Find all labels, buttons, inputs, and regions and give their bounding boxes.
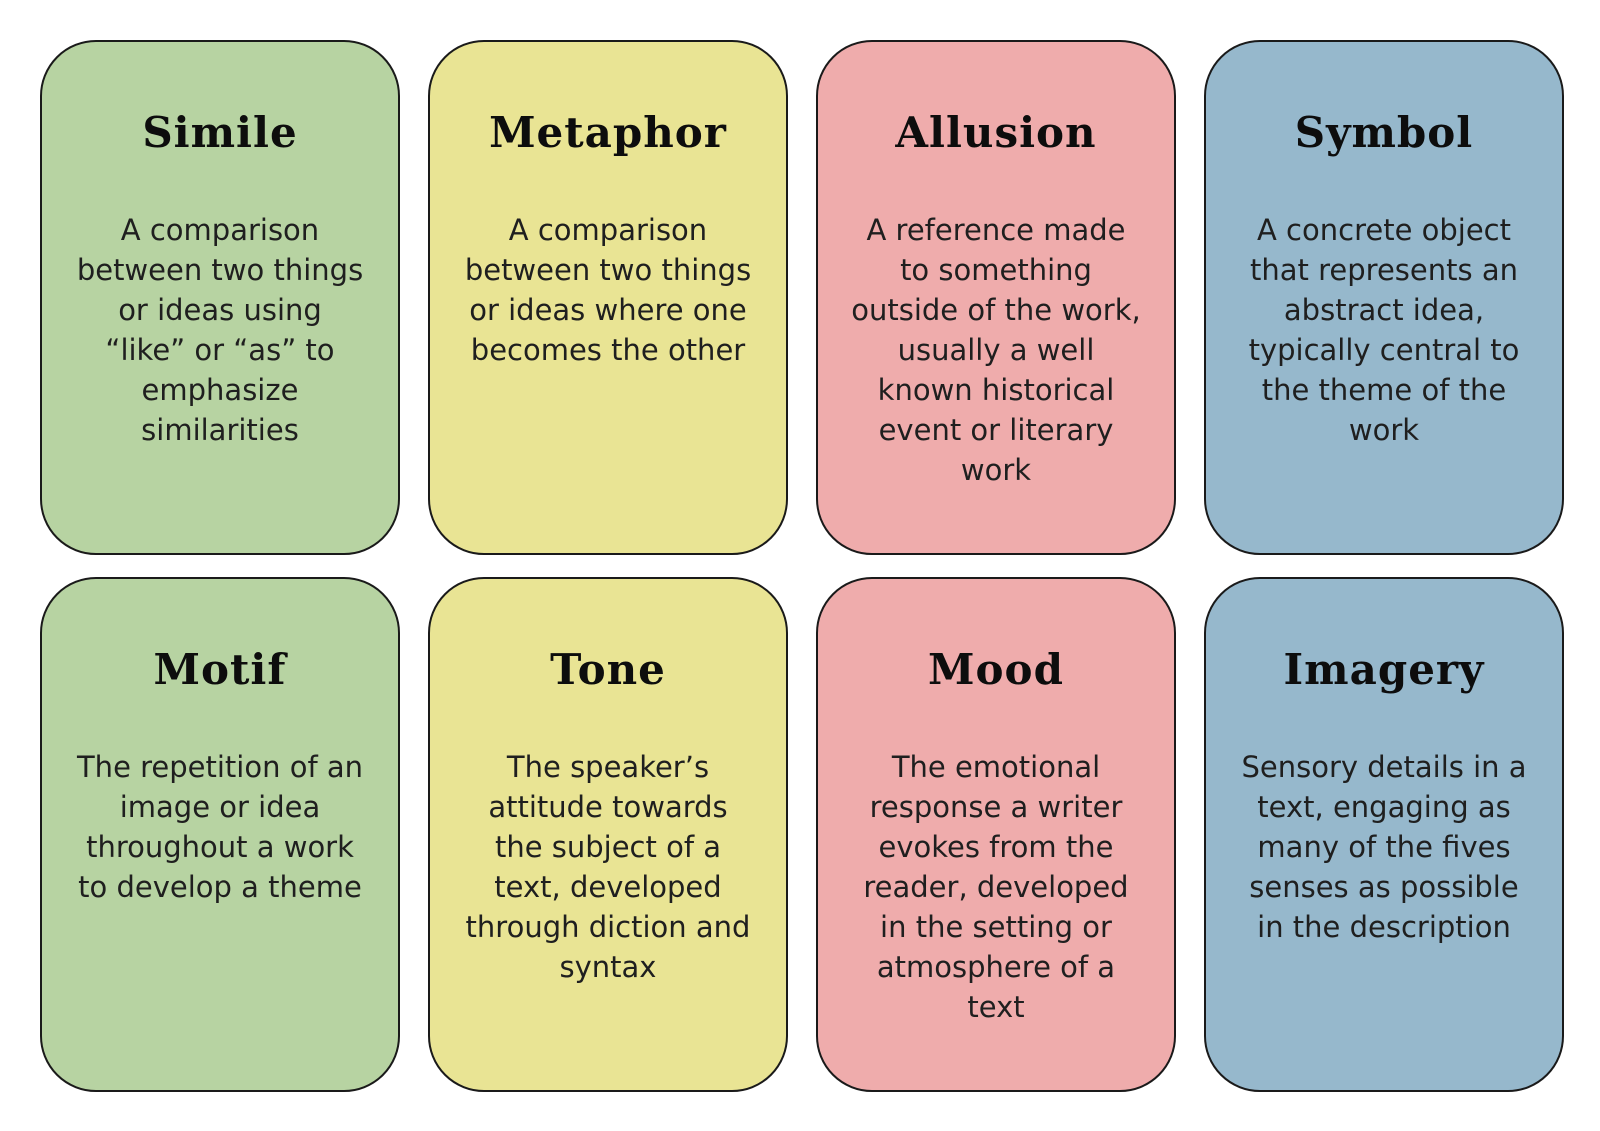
- card-title-motif: Motif: [153, 645, 287, 694]
- card-definition-imagery: Sensory details in a text, engaging as m…: [1241, 750, 1527, 945]
- card-symbol: Symbol A concrete object that represents…: [1204, 40, 1564, 555]
- card-definition-motif: The repetition of an image or idea throu…: [76, 750, 364, 905]
- card-definition-mood: The emotional response a writer evokes f…: [863, 750, 1129, 1025]
- card-allusion: Allusion A reference made to something o…: [816, 40, 1176, 555]
- card-definition-allusion: A reference made to something outside of…: [851, 213, 1141, 488]
- card-title-metaphor: Metaphor: [489, 108, 727, 157]
- card-simile: Simile A comparison between two things o…: [40, 40, 400, 555]
- card-motif: Motif The repetition of an image or idea…: [40, 577, 400, 1092]
- card-title-symbol: Symbol: [1294, 108, 1474, 157]
- card-definition-metaphor: A comparison between two things or ideas…: [464, 213, 752, 368]
- card-title-simile: Simile: [142, 108, 298, 157]
- card-definition-tone: The speaker’s attitude towards the subje…: [465, 750, 751, 985]
- card-tone: Tone The speaker’s attitude towards the …: [428, 577, 788, 1092]
- card-title-imagery: Imagery: [1283, 645, 1485, 694]
- card-mood: Mood The emotional response a writer evo…: [816, 577, 1176, 1092]
- card-metaphor: Metaphor A comparison between two things…: [428, 40, 788, 555]
- card-title-mood: Mood: [928, 645, 1064, 694]
- card-imagery: Imagery Sensory details in a text, engag…: [1204, 577, 1564, 1092]
- card-definition-simile: A comparison between two things or ideas…: [76, 213, 364, 448]
- card-title-tone: Tone: [550, 645, 666, 694]
- card-title-allusion: Allusion: [895, 108, 1097, 157]
- card-definition-symbol: A concrete object that represents an abs…: [1248, 213, 1520, 448]
